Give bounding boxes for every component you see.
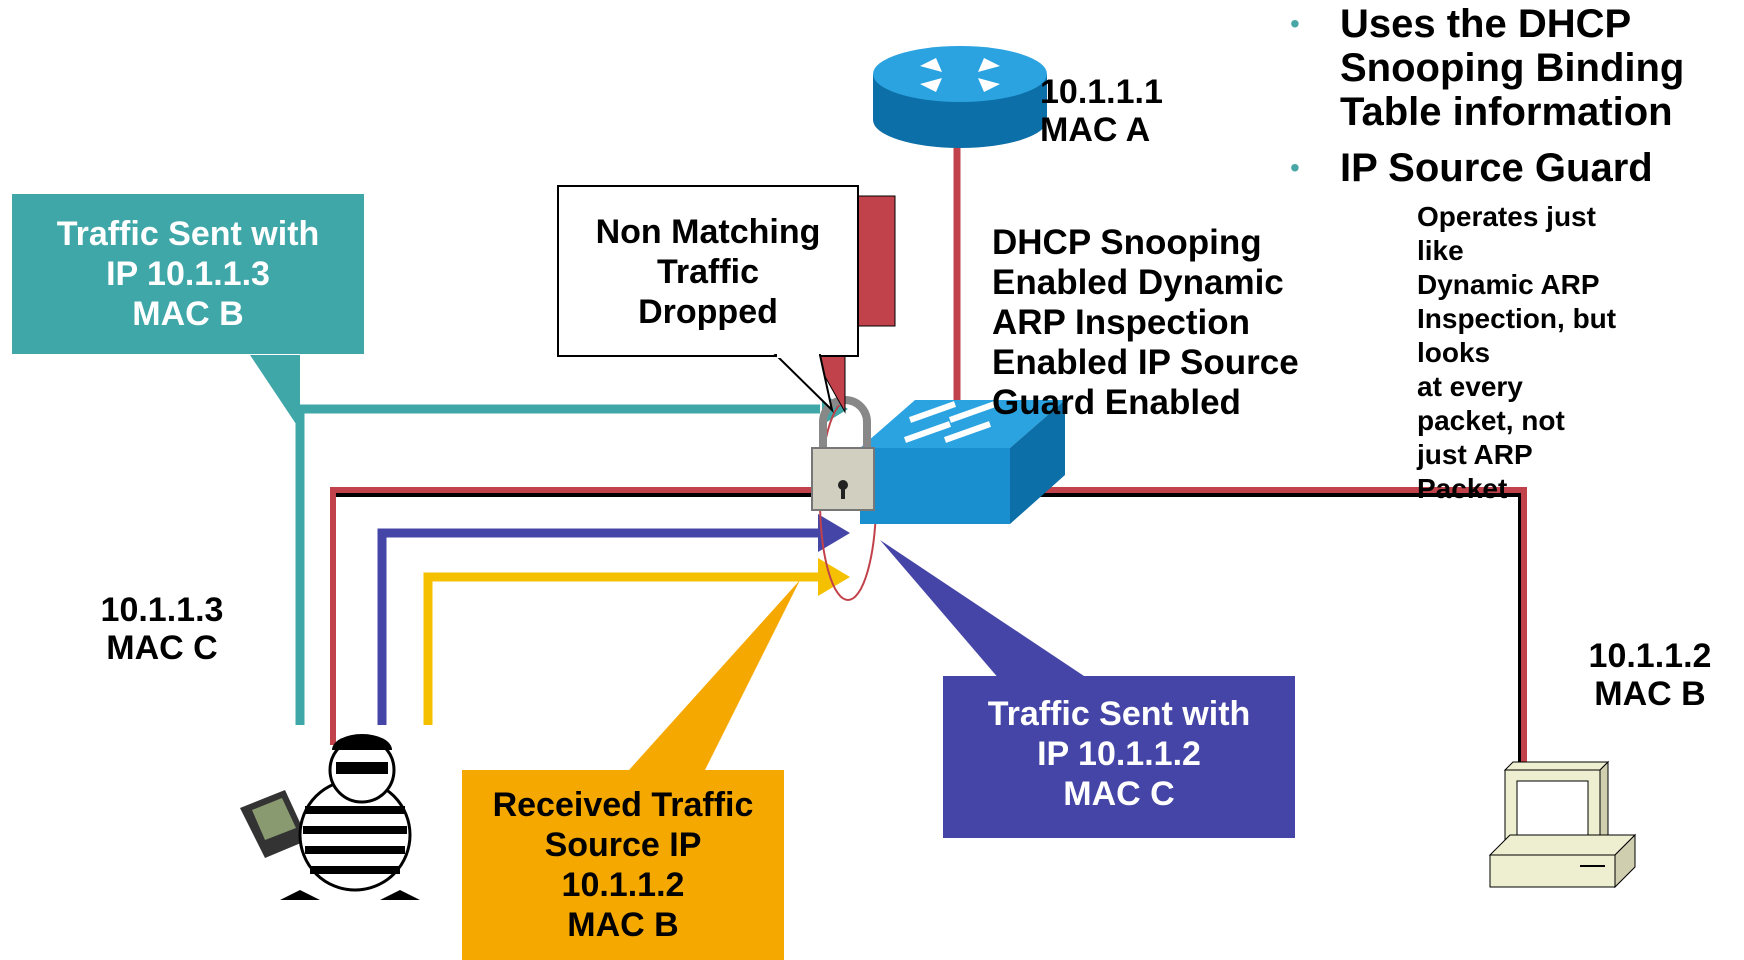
bullet-list: • Uses the DHCP Snooping Binding Table i… [1290, 2, 1744, 506]
workstation-icon [1488, 760, 1637, 889]
callout-teal [12, 194, 364, 430]
bullet-item: • IP Source Guard [1290, 146, 1653, 190]
bullet-icon: • [1290, 152, 1300, 183]
switch-features-text: DHCP Snooping Enabled Dynamic ARP Inspec… [992, 223, 1299, 422]
padlock-icon [811, 396, 875, 511]
switch-icon [860, 400, 1065, 524]
blue-traffic-arrow [377, 528, 818, 725]
attacker-icon [240, 734, 420, 900]
bullet-subtext: Operates just like Dynamic ARP Inspectio… [1417, 201, 1617, 504]
callout-orange [462, 580, 800, 960]
router-icon [873, 46, 1047, 148]
bullet-icon: • [1290, 8, 1300, 39]
yellow-traffic-arrow [423, 572, 818, 725]
bullet-item: • Uses the DHCP Snooping Binding Table i… [1290, 2, 1685, 134]
host-link [1020, 487, 1527, 770]
network-links [330, 125, 1527, 770]
callout-blue [880, 540, 1295, 838]
callout-dropped [557, 185, 896, 414]
attacker-link [330, 487, 840, 745]
